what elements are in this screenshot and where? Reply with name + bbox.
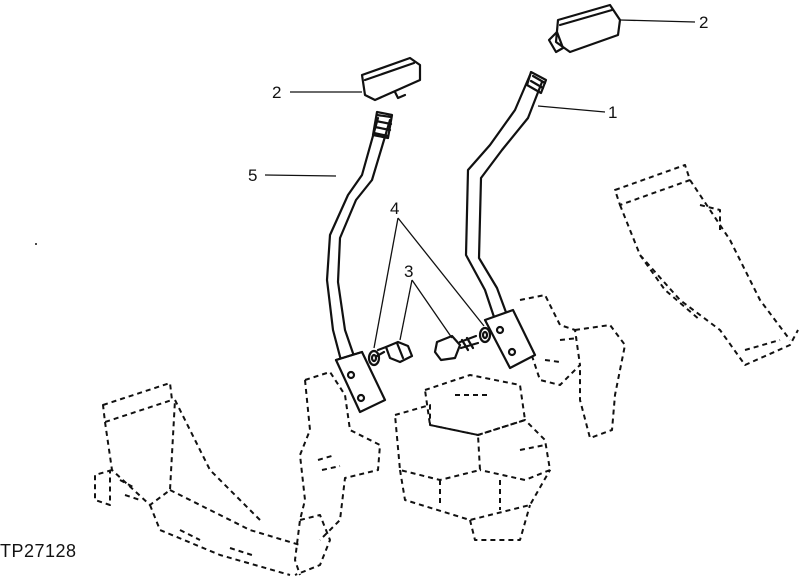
washer-left — [367, 349, 381, 367]
callout-knob-right: 2 — [699, 13, 708, 32]
leader-lines — [264, 19, 696, 349]
callout-cap-screw: 3 — [404, 262, 413, 281]
right-lever — [464, 70, 548, 370]
knob-right — [547, 3, 622, 54]
callout-lever-right: 1 — [608, 103, 617, 122]
washer-right — [478, 326, 492, 344]
center-pedal-arm-dashed — [294, 371, 381, 576]
cap-screw-left — [375, 340, 414, 364]
valve-body-dashed — [394, 374, 551, 541]
callout-lever-left: 5 — [248, 166, 257, 185]
right-pedal-bracket-dashed — [614, 164, 799, 366]
left-lever — [325, 110, 394, 414]
callout-washer: 4 — [390, 199, 399, 218]
callout-knob-left: 2 — [272, 83, 281, 102]
left-pedal-bracket-dashed — [94, 382, 301, 576]
stray-dot — [35, 243, 37, 245]
knob-left — [360, 56, 422, 102]
figure-id-label: TP27128 — [0, 541, 77, 561]
cap-screw-right — [433, 334, 480, 362]
right-pivot-bracket-dashed — [519, 294, 626, 439]
